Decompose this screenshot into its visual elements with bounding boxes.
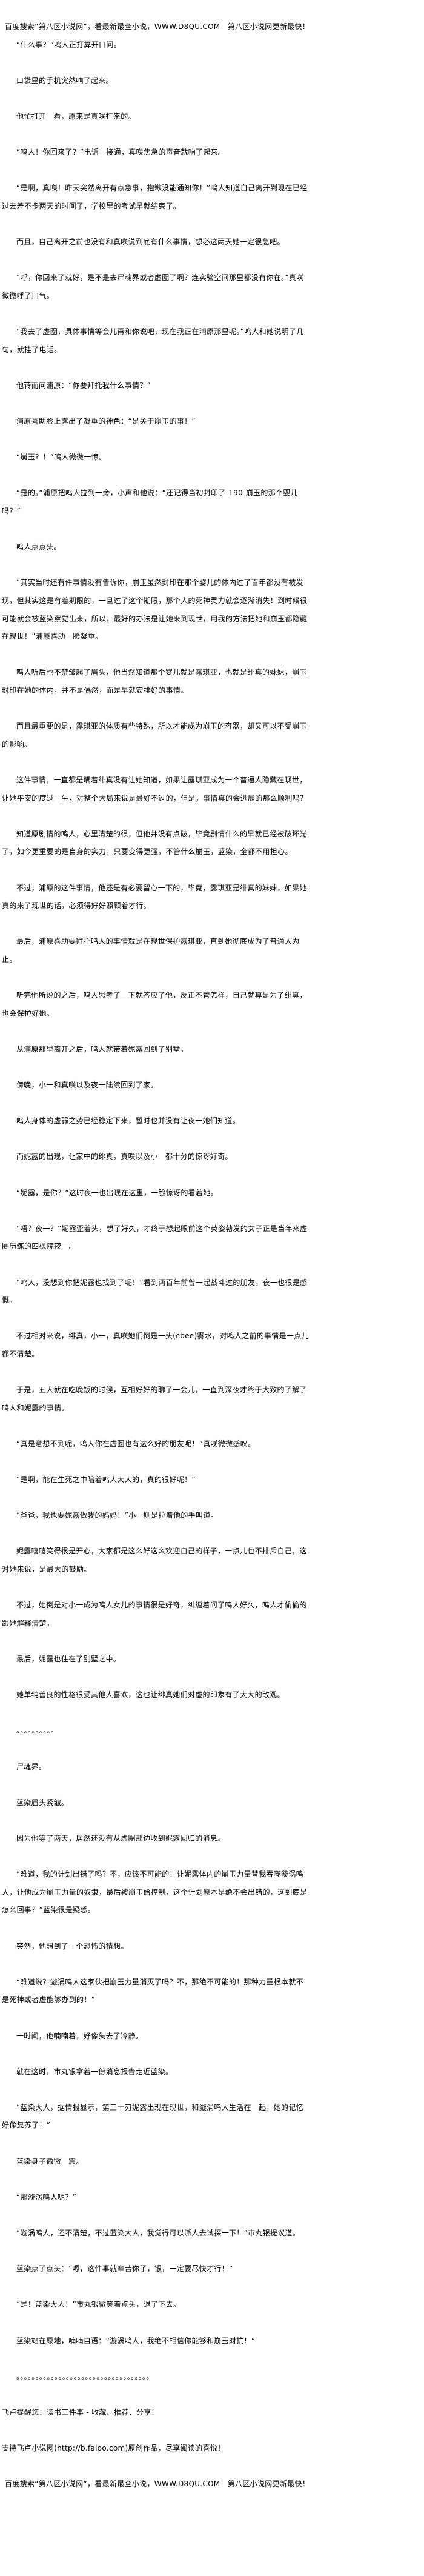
story-paragraph: 就在这时，市丸银拿着一份消息报告走近蓝染。 xyxy=(16,2067,173,2076)
story-paragraph: 鸣人听后也不禁皱起了眉头，他当然知道那个婴儿就是露琪亚，也就是绯真的妹妹，崩玉封… xyxy=(2,668,307,695)
story-paragraph: “那漩涡鸣人呢？” xyxy=(16,2192,77,2201)
story-paragraph: 而妮露的出现，让家中的绯真，真咲以及小一都十分的惊讶好奇。 xyxy=(16,1152,233,1161)
site-banner-bottom: 百度搜索“第八区小说网”，看最新最全小说，WWW.D8QU.COM 第八区小说网… xyxy=(5,2480,310,2489)
story-paragraph: “爸爸，我也要妮露做我的妈妈！”小一则是拉着他的手叫道。 xyxy=(16,1511,218,1520)
story-paragraph: 妮露嘻嘻笑得很是开心，大家都是这么好这么欢迎自己的样子，一点儿也不排斥自己，这对… xyxy=(2,1547,307,1574)
story-paragraph: “难道说？漩涡鸣人这家伙把崩玉力量消灭了吗？不，那绝不可能的！那种力量根本就不是… xyxy=(2,1977,303,2004)
site-banner-top: 百度搜索“第八区小说网”，看最新最全小说，WWW.D8QU.COM 第八区小说网… xyxy=(5,22,310,31)
story-paragraph: 他忙打开一看，原来是真咲打来的。 xyxy=(16,112,136,121)
story-paragraph: 从浦原那里离开之后，鸣人就带着妮露回到了别墅。 xyxy=(16,1044,188,1053)
story-paragraph: 傍晚，小一和真咲以及夜一陆续回到了家。 xyxy=(16,1081,158,1090)
story-paragraph: 突然，他想到了一个恐怖的猜想。 xyxy=(16,1941,128,1950)
story-paragraph: 口袋里的手机突然响了起来。 xyxy=(16,76,113,85)
story-paragraph: “难道，我的计划出错了吗？不，应该不可能的！让妮露体内的崩玉力量替我吞噬漩涡鸣人… xyxy=(2,1870,308,1915)
story-paragraph: “真是意想不到呢，鸣人你在虚圈也有这么好的朋友呢！”真咲微微感叹。 xyxy=(16,1439,256,1448)
story-paragraph: 尸魂界。 xyxy=(16,1762,47,1771)
story-paragraph: “鸣人，没想到你把妮露也找到了呢！”看到两百年前曾一起战斗过的朋友，夜一也很是感… xyxy=(2,1278,308,1305)
story-paragraph: 一时间，他喃喃着，好像失去了冷静。 xyxy=(16,2031,144,2040)
story-paragraph: 最后，浦原喜助要拜托鸣人的事情就是在现世保护露琪亚，直到她彻底成为了普通人为止。 xyxy=(2,937,300,964)
story-paragraph: 鸣人身体的虚弱之势已经稳定下来，暂时也并没有让夜一她们知道。 xyxy=(16,1116,240,1126)
story-paragraph: 不过，浦原的这件事情，他还是有必要留心一下的，毕竟，露琪亚是绯真的妹妹，如果她真… xyxy=(2,883,307,910)
story-paragraph: “呼，你回来了就好，是不是去尸魂界或者虚圈了啊？连实验空间那里都没有你在。”真咲… xyxy=(2,273,304,300)
story-paragraph: “妮露，是你？”这时夜一也出现在这里，一脸惊讶的看着她。 xyxy=(16,1188,218,1197)
story-paragraph: 这件事情，一直都是瞒着绯真没有让她知道，如果让露琪亚成为一个普通人隐藏在现世，让… xyxy=(2,775,308,802)
story-paragraph: 蓝染点了点头：“嗯，这件事就辛苦你了，银，一定要尽快才行！” xyxy=(16,2264,233,2274)
chapter-body: “什么事？”鸣人正打算开口问。口袋里的手机突然响了起来。他忙打开一看，原来是真咲… xyxy=(2,36,311,2386)
story-paragraph: “鸣人！你回来了？”电话一接通，真咲焦急的声音就响了起来。 xyxy=(16,148,226,157)
story-paragraph: 。。。。。。。。。。 xyxy=(16,1726,59,1735)
story-paragraph: 听完他所说的之后，鸣人思考了一下就答应了他，反正不管怎样，自己就算是为了绯真，也… xyxy=(2,991,307,1018)
story-paragraph: “唔？夜一？”妮露歪着头，想了好久，才终于想起眼前这个英姿勃发的女子正是当年来虚… xyxy=(2,1224,308,1251)
story-paragraph: 。。。。。。。。。。。。。。。。。。。。。。。。。。。。。。。。。。。 xyxy=(16,2372,154,2381)
footer-support: 支持飞卢小说网(http://b.faloo.com)原创作品，尽享阅读的喜悦！ xyxy=(2,2444,225,2453)
story-paragraph: 蓝染身子微微一震。 xyxy=(16,2157,84,2166)
story-paragraph: 浦原喜助脸上露出了凝重的神色：“是关于崩玉的事！” xyxy=(16,417,196,426)
story-paragraph: “是的。”浦原把鸣人拉到一旁，小声和他说：“还记得当初封印了-190-崩玉的那个… xyxy=(2,489,298,516)
story-paragraph: 他转而问浦原：“你要拜托我什么事情？” xyxy=(16,381,151,390)
story-paragraph: 蓝染眉头紧皱。 xyxy=(16,1798,69,1807)
story-paragraph: “我去了虚圈，具体事情等会儿再和你说吧，现在我正在浦原那里呢。”鸣人和她说明了几… xyxy=(2,327,304,354)
story-paragraph: 不过，她倒是对小一成为鸣人女儿的事情很是好奇，纠缠着问了鸣人好久，鸣人才偷偷的跟… xyxy=(2,1601,307,1627)
story-paragraph: 她单纯善良的性格很受其他人喜欢，这也让绯真她们对虚的印象有了大大的改观。 xyxy=(16,1690,285,1700)
story-paragraph: 而且，自己离开之前也没有和真咲说到底有什么事情，想必这两天她一定很急吧。 xyxy=(16,238,285,247)
story-paragraph: 蓝染站在原地，喃喃自语：“漩涡鸣人，我绝不相信你能够和崩玉对抗！” xyxy=(16,2336,256,2345)
chapter-page: 百度搜索“第八区小说网”，看最新最全小说，WWW.D8QU.COM 第八区小说网… xyxy=(2,22,311,2489)
story-paragraph: 于是，五人就在吃晚饭的时候，互相好好的聊了一会儿，一直到深夜才终于大致的了解了鸣… xyxy=(2,1386,307,1412)
story-paragraph: “是！蓝染大人！”市丸银微笑着点头，退了下去。 xyxy=(16,2300,181,2309)
story-paragraph: “是啊，能在生死之中陪着鸣人大人的，真的很好呢！” xyxy=(16,1475,196,1484)
story-paragraph: “什么事？”鸣人正打算开口问。 xyxy=(16,40,121,49)
story-paragraph: 鸣人点点头。 xyxy=(16,542,61,552)
story-paragraph: “崩玉？！”鸣人微微一惊。 xyxy=(16,453,107,462)
story-paragraph: “其实当时还有件事情没有告诉你，崩玉虽然封印在那个婴儿的体内过了百年都没有被发现… xyxy=(2,578,308,641)
story-paragraph: “蓝染大人，据情报显示，第三十刃妮露出现在现世，和漩涡鸣人生活在一起，她的记忆好… xyxy=(2,2103,303,2130)
footer-reminder: 飞卢提醒您：读书三件事 - 收藏、推荐、分享！ xyxy=(2,2407,159,2417)
story-paragraph: 因为他等了两天，居然还没有从虚圈那边收到妮露回归的消息。 xyxy=(16,1834,225,1843)
story-paragraph: 最后，妮露也住在了别墅之中。 xyxy=(16,1655,121,1664)
story-paragraph: 而且最重要的是，露琪亚的体质有些特殊，所以才能成为崩玉的容器，却又可以不受崩玉的… xyxy=(2,722,307,749)
story-paragraph: 知道原剧情的鸣人，心里清楚的很，但他并没有点破，毕竟剧情什么的早就已经被破坏光了… xyxy=(2,829,307,856)
story-paragraph: “漩涡鸣人，还不清楚，不过蓝染大人，我觉得可以派人去试探一下！”市丸银提议道。 xyxy=(16,2229,300,2238)
story-paragraph: 不过相对来说，绯真，小一，真咲她们倒是一头(cbee)雾水，对鸣人之前的事情是一… xyxy=(2,1332,309,1358)
story-paragraph: “是啊，真咲！昨天突然离开有点急事，抱歉没能通知你！”鸣人知道自己离开到现在已经… xyxy=(2,184,308,210)
